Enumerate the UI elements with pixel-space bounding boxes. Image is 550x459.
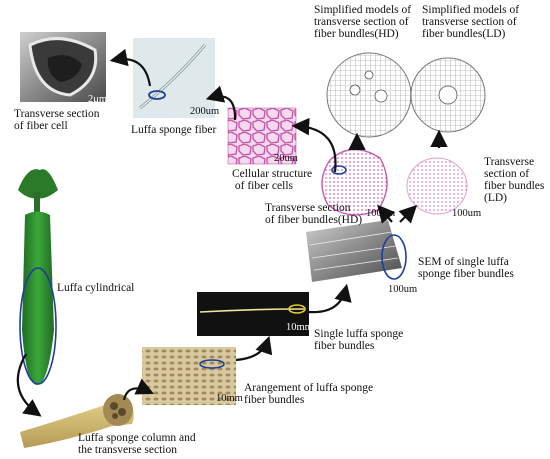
luffa-cylindrical-image (18, 169, 58, 385)
model-hd-circle (326, 52, 412, 138)
arrow-single-to-sem (308, 283, 352, 314)
flow-arrows (16, 48, 448, 417)
scale-fiber: 200um (190, 106, 220, 117)
sem-fiber-cell-image (20, 32, 106, 102)
scale-single: 10mm (286, 322, 313, 333)
scale-cell-structure: 20um (274, 153, 298, 164)
arrow-cells-to-fiber (205, 85, 237, 121)
label-fiber-cell: Transverse section of fiber cell (14, 108, 100, 132)
model-ld-circle (410, 57, 486, 133)
cellular-structure-image (227, 107, 297, 165)
label-luffa-cylindrical: Luffa cylindrical (57, 282, 135, 294)
arrow-arrangement-to-single (235, 335, 273, 362)
sponge-column-image (20, 394, 134, 448)
arrangement-image (142, 347, 236, 405)
arrow-column-to-arrangement (122, 378, 155, 401)
label-arrangement: Arangement of luffa sponge fiber bundles (244, 382, 374, 406)
section-ld-image (398, 150, 476, 222)
arrow-sem-to-hd (377, 204, 396, 224)
label-single-bundles: Single luffa sponge fiber bundles (314, 328, 404, 352)
arrow-hd-to-cells (291, 117, 337, 173)
label-model-hd: Simplified models of transverse section … (314, 4, 412, 40)
label-cellular-structure: Cellular structure of fiber cells (232, 168, 313, 192)
label-sem-bundles: SEM of single luffa sponge fiber bundles (418, 256, 514, 280)
single-bundle-image (197, 292, 309, 336)
label-section-hd: Transverse section of fiber bundles(HD) (265, 202, 363, 226)
scale-section-hd: 100um (366, 208, 396, 219)
label-model-ld: Simplified models of transverse section … (422, 4, 520, 40)
arrow-sem-to-ld (398, 204, 418, 224)
sem-bundle-image (306, 220, 407, 282)
scale-sem-cell: 2μm (88, 94, 108, 105)
scale-section-ld: 100um (452, 208, 482, 219)
arrow-luffa-to-column (16, 353, 42, 417)
scale-sem-bundle: 100um (388, 284, 418, 295)
sponge-fiber-image (133, 38, 215, 118)
label-sponge-fiber: Luffa sponge fiber (131, 124, 217, 136)
label-column: Luffa sponge column and the transverse s… (78, 432, 196, 456)
arrow-fiber-to-cell (109, 48, 152, 87)
label-section-ld: Transverse section of fiber bundles (LD) (484, 156, 545, 204)
scale-arrangement: 10mm (216, 393, 243, 404)
